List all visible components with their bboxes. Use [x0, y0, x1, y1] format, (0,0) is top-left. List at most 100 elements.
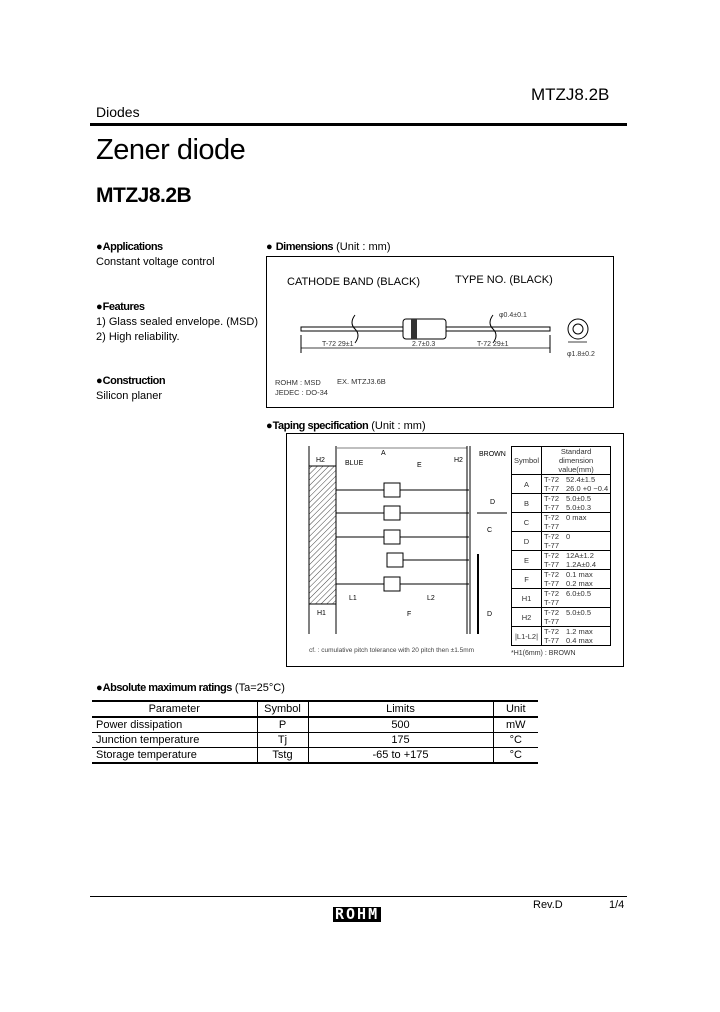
value-line: T-77: [544, 522, 608, 531]
h2-label: H2: [316, 457, 325, 464]
parameter-cell: Storage temperature: [96, 749, 197, 761]
parameter-cell: Junction temperature: [96, 734, 200, 746]
symbol-cell: C: [510, 512, 543, 532]
blue-label: BLUE: [345, 460, 364, 467]
dimension-value: 5.0±0.5: [566, 608, 591, 617]
example-label: EX. MTZJ3.6B: [337, 377, 386, 386]
a-label: A: [381, 450, 386, 457]
features-heading: ●Features: [96, 301, 145, 313]
value-line: T-77 5.0±0.3: [544, 503, 608, 512]
d-label: D: [490, 499, 495, 506]
dimension-value: 1.2 max: [566, 627, 593, 636]
tape-type-label: T-77: [544, 598, 560, 607]
d-lead-label: D: [487, 611, 492, 618]
symbol-cell: F: [510, 569, 543, 589]
value-line: T-77 26.0 +0 −0.4: [544, 484, 608, 493]
value-line: T-77 0.4 max: [544, 636, 608, 645]
dimension-value: 5.0±0.3: [566, 503, 591, 512]
parameter-cell: Power dissipation: [96, 719, 183, 731]
dimensions-heading: ● Dimensions (Unit : mm): [266, 241, 391, 253]
tape-type-label: T-77: [544, 541, 560, 550]
tape-type-label: T-72: [544, 551, 560, 560]
tape-type-label: T-77: [544, 560, 560, 569]
dimensions-drawing: CATHODE BAND (BLACK) TYPE NO. (BLACK) φ0…: [266, 256, 614, 408]
symbol-cell: A: [510, 474, 543, 494]
body-length-label: 2.7±0.3: [412, 341, 435, 348]
symbol-cell: P: [256, 717, 308, 733]
limits-cell: 175: [307, 732, 493, 748]
applications-text: Constant voltage control: [96, 256, 215, 268]
tape-type-label: T-72: [544, 513, 560, 522]
tape-type-label: T-77: [544, 503, 560, 512]
ratings-heading: ●Absolute maximum ratings (Ta=25°C): [96, 682, 285, 694]
dimension-value: 12A±1.2: [566, 551, 594, 560]
symbol-cell: Tstg: [256, 747, 308, 763]
dimension-value: 26.0 +0 −0.4: [566, 484, 609, 493]
dimension-value: 0.4 max: [566, 636, 593, 645]
dimension-value: 5.0±0.5: [566, 494, 591, 503]
c-label: C: [487, 527, 492, 534]
f-label: F: [407, 611, 411, 618]
taping-footnote: *H1(6mm) : BROWN: [511, 650, 576, 657]
body-diameter-label: φ1.8±0.2: [567, 351, 595, 358]
tape-type-label: T-77: [544, 484, 560, 493]
type-no-label: TYPE NO. (BLACK): [455, 274, 553, 286]
l2-label: L2: [427, 595, 435, 602]
symbol-cell: B: [510, 493, 543, 513]
h2-right-label: H2: [454, 457, 463, 464]
cathode-band-label: CATHODE BAND (BLACK): [287, 276, 420, 288]
symbol-cell: H2: [510, 607, 543, 627]
symbol-cell: H1: [510, 588, 543, 608]
taping-drawing: H2 A BLUE E H2 BROWN D C L1 L2 F H1: [286, 433, 624, 667]
dimension-value: 0: [566, 532, 571, 541]
limits-cell: 500: [307, 717, 493, 733]
h1-label: H1: [317, 610, 326, 617]
rohm-package-label: ROHM : MSD: [275, 378, 321, 387]
feature-item: 1) Glass sealed envelope. (MSD): [96, 316, 259, 328]
tape-type-label: T-77: [544, 636, 560, 645]
page-number: 1/4: [609, 899, 625, 911]
tape-type-label: T-77: [544, 522, 560, 531]
tape-type-label: T-72: [544, 589, 560, 598]
feature-item: 2) High reliability.: [96, 331, 180, 343]
tape-type-label: T-72: [544, 608, 560, 617]
page-title: Zener diode: [96, 134, 246, 166]
header-rule: [90, 123, 627, 126]
value-line: T-77: [544, 541, 608, 550]
lead-left-label: T-72 29±1: [322, 341, 354, 348]
unit-cell: °C: [492, 732, 538, 748]
lead-right-label: T-72 29±1: [477, 341, 509, 348]
value-line: T-77: [544, 598, 608, 607]
taping-heading: ●Taping specification (Unit : mm): [266, 420, 426, 432]
unit-cell: °C: [492, 747, 538, 763]
applications-heading: ●Applications: [96, 241, 163, 253]
tape-type-label: T-77: [544, 617, 560, 626]
